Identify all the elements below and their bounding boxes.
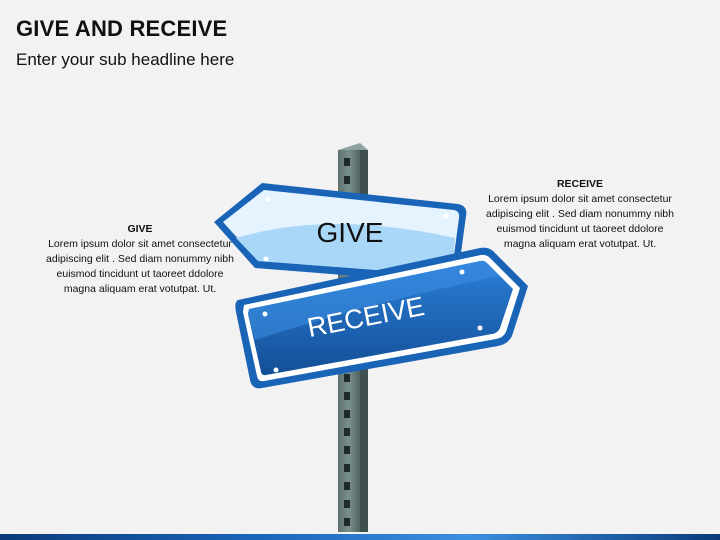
receive-heading: RECEIVE (556, 178, 604, 190)
give-sign-label: GIVE (317, 217, 384, 248)
slide-subtitle: Enter your sub headline here (16, 50, 235, 69)
give-body: Lorem ipsum dolor sit amet consectetur a… (46, 238, 234, 295)
slide-title: GIVE AND RECEIVE (16, 16, 228, 41)
give-sign: GIVE (214, 183, 467, 284)
receive-body: Lorem ipsum dolor sit amet consectetur a… (486, 193, 674, 250)
receive-text-block: RECEIVE Lorem ipsum dolor sit amet conse… (480, 177, 680, 252)
receive-sign: RECEIVE (235, 247, 529, 389)
footer-bar (0, 534, 720, 540)
give-heading: GIVE (127, 223, 153, 235)
give-text-block: GIVE Lorem ipsum dolor sit amet consecte… (40, 222, 240, 297)
